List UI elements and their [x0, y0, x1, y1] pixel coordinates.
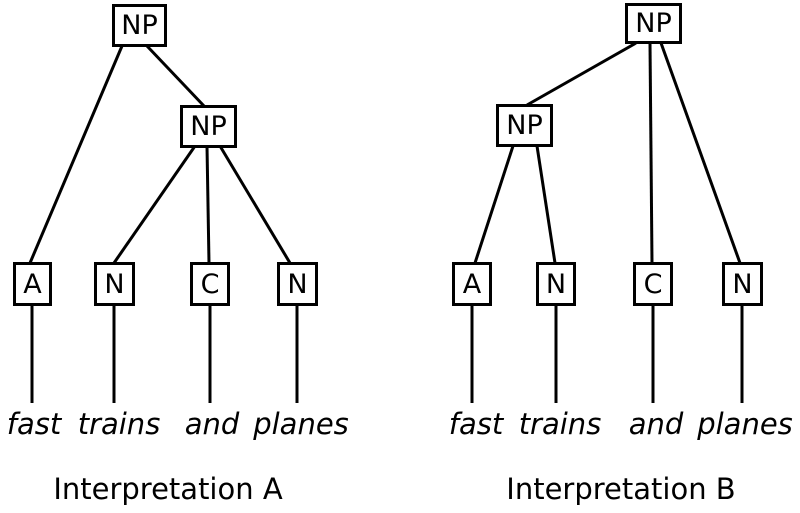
tree-a-caption: Interpretation A [53, 472, 283, 506]
tree-a-leaf-n2-node: N [277, 262, 318, 306]
tree-b-leaf-n2-node: N [722, 262, 763, 306]
edge-a-innernp-to-n2 [218, 145, 292, 264]
tree-b-leaf-c-node: C [633, 262, 673, 306]
tree-b-inner-np-node: NP [496, 104, 553, 147]
edge-b-innernp-to-a [473, 145, 515, 264]
tree-b-word-fast: fast [448, 407, 504, 441]
edge-a-innernp-to-n1 [112, 145, 197, 264]
tree-b-caption: Interpretation B [506, 472, 736, 506]
tree-b-word-trains: trains [518, 407, 602, 441]
edge-b-innernp-to-n1 [535, 145, 557, 264]
edge-b-root-to-n2 [659, 42, 742, 264]
tree-a-word-fast: fast [6, 407, 62, 441]
tree-a-leaf-n1-node: N [94, 262, 135, 306]
tree-a-root-np-node: NP [112, 4, 167, 47]
tree-a-word-and: and [184, 407, 240, 441]
edge-b-root-to-c [648, 42, 654, 264]
tree-a-inner-np-node: NP [180, 105, 237, 148]
tree-a-leaf-a-node: A [13, 262, 52, 306]
edge-b-root-to-innernp [526, 41, 637, 107]
tree-a-word-planes: planes [253, 407, 349, 441]
tree-a-word-trains: trains [77, 407, 161, 441]
tree-a-leaf-c-node: C [190, 262, 230, 306]
edge-a-root-to-a [28, 45, 124, 264]
tree-b-root-np-node: NP [625, 3, 682, 44]
tree-b-word-and: and [628, 407, 684, 441]
edge-a-root-to-innernp [145, 44, 206, 108]
tree-b-word-planes: planes [697, 407, 793, 441]
edge-a-innernp-to-c [205, 145, 211, 264]
tree-b-leaf-a-node: A [452, 262, 492, 306]
tree-b-leaf-n1-node: N [536, 262, 576, 306]
